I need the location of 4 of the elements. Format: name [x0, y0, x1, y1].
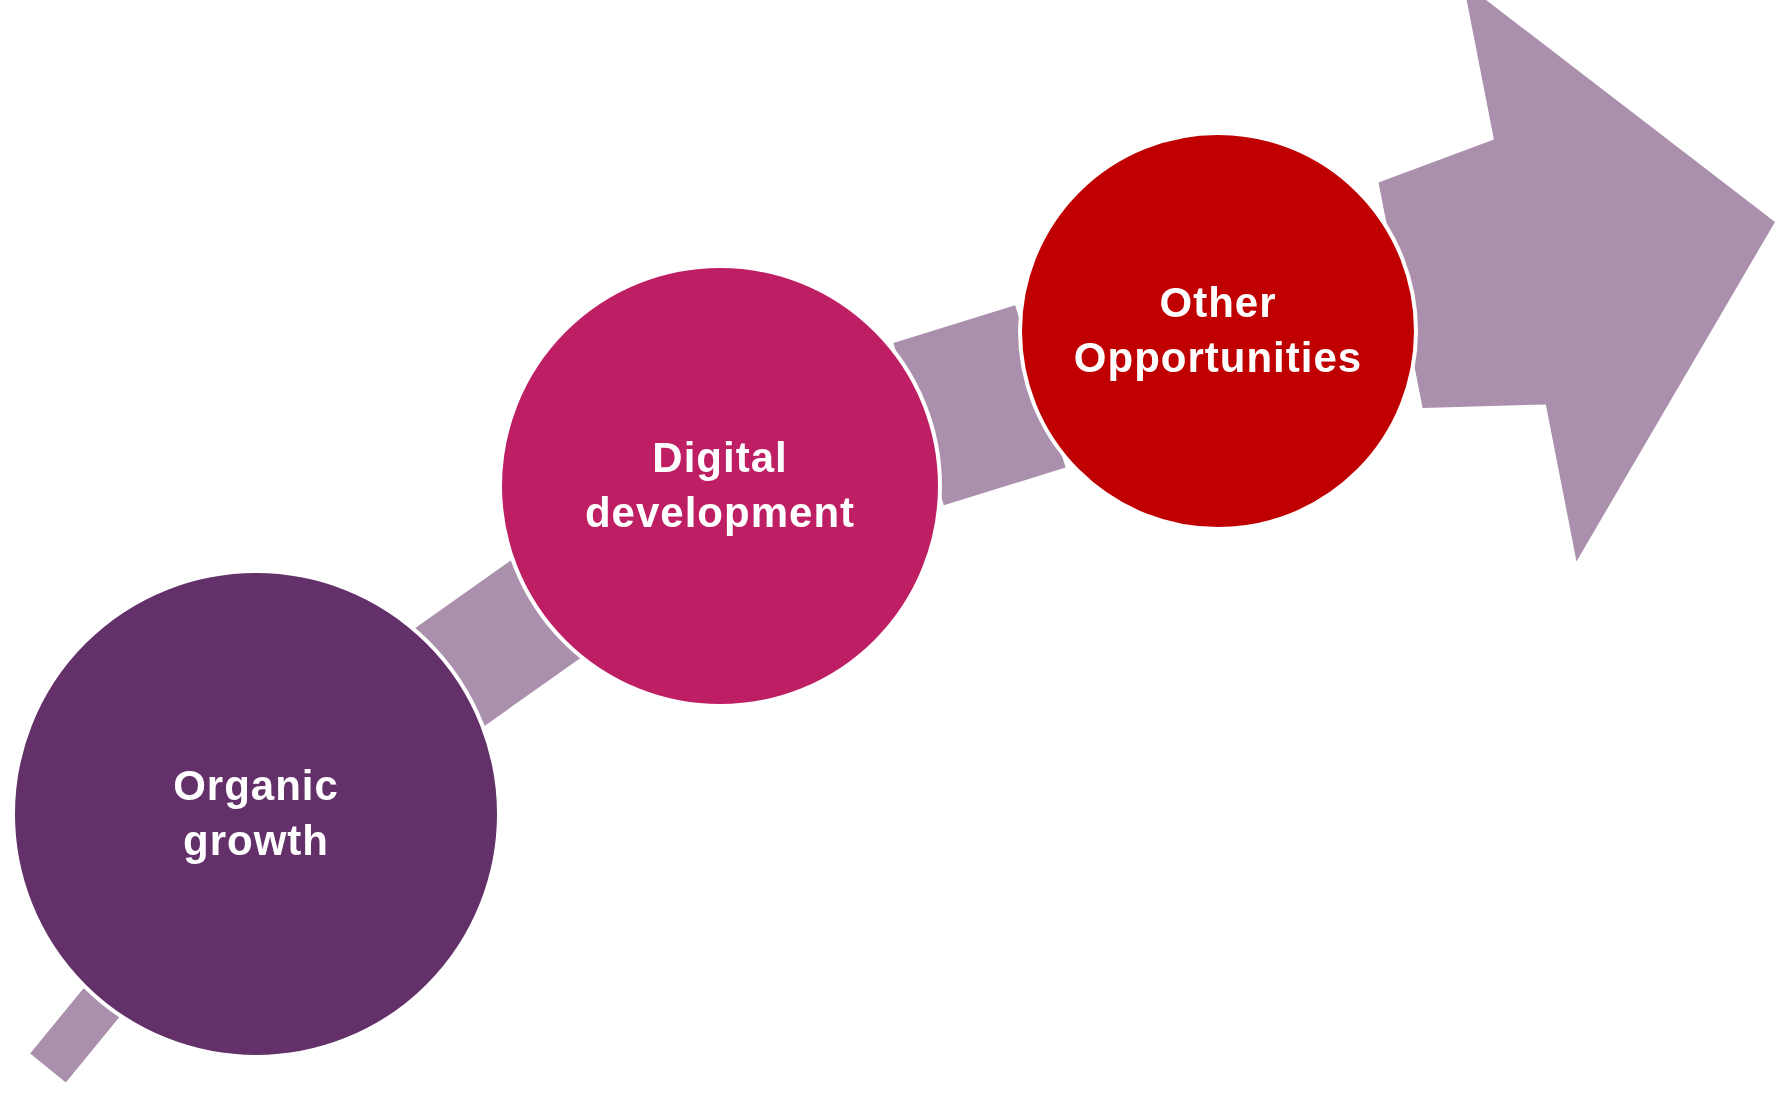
stage-label: Other Opportunities: [1072, 278, 1364, 383]
block-arrow: [1378, 0, 1775, 562]
stage-label: Digital development: [583, 433, 857, 538]
stage-label: Organic growth: [172, 761, 340, 866]
